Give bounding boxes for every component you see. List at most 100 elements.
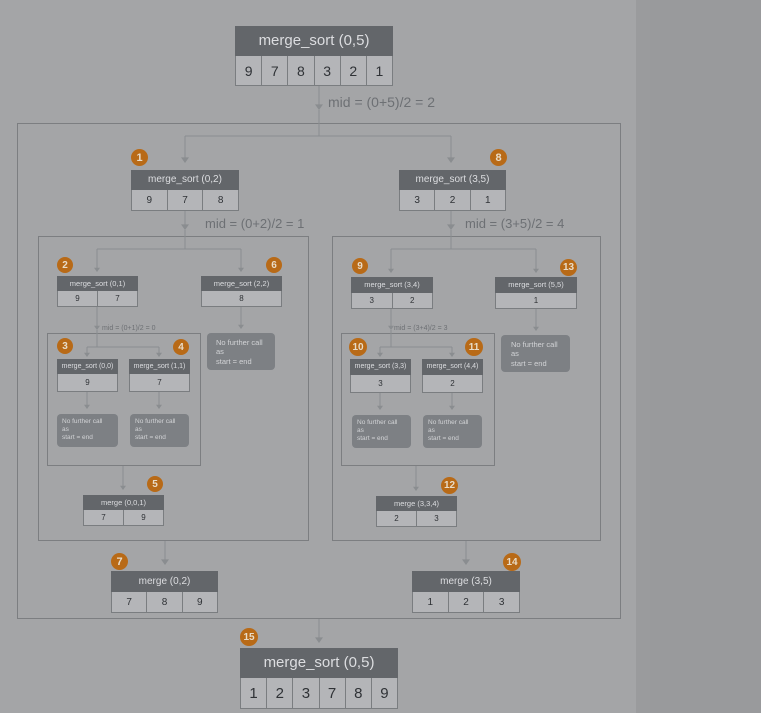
arrowhead bbox=[238, 324, 244, 329]
left-subtree-frame bbox=[38, 236, 309, 541]
array-cell: 7 bbox=[166, 190, 203, 210]
arrowhead bbox=[447, 157, 455, 163]
array-cell: 8 bbox=[344, 678, 371, 708]
call-title-13: merge_sort (5,5) bbox=[495, 277, 577, 293]
side-panel bbox=[650, 0, 761, 713]
step-badge-15: 15 bbox=[240, 628, 258, 646]
array-cell: 2 bbox=[339, 56, 366, 85]
array-cell: 2 bbox=[391, 293, 433, 308]
step-badge-11: 11 bbox=[465, 338, 483, 356]
call-array-11: 2 bbox=[422, 375, 483, 393]
arrowhead bbox=[388, 268, 394, 273]
step-badge-8: 8 bbox=[490, 149, 507, 166]
call-title-8: merge_sort (3,5) bbox=[399, 170, 506, 190]
call-title-4: merge_sort (1,1) bbox=[129, 359, 190, 374]
step-badge-13: 13 bbox=[560, 259, 577, 276]
final-title: merge_sort (0,5) bbox=[240, 648, 398, 678]
call-title-11: merge_sort (4,4) bbox=[422, 359, 483, 375]
arrowhead bbox=[181, 224, 189, 230]
step-badge-12: 12 bbox=[441, 477, 458, 494]
arrowhead bbox=[238, 267, 244, 272]
arrowhead bbox=[161, 559, 169, 565]
mid-label-1: mid = (0+2)/2 = 1 bbox=[205, 216, 305, 231]
array-cell: 8 bbox=[239, 294, 244, 303]
merge-title-14: merge (3,5) bbox=[412, 571, 520, 592]
step-badge-10: 10 bbox=[349, 338, 367, 356]
arrowhead bbox=[377, 352, 383, 357]
arrowhead bbox=[462, 559, 470, 565]
step-badge-1: 1 bbox=[131, 149, 148, 166]
step-badge-5: 5 bbox=[147, 476, 163, 492]
call-title-3: merge_sort (0,0) bbox=[57, 359, 118, 374]
arrowhead bbox=[120, 485, 126, 490]
array-cell: 3 bbox=[369, 296, 374, 305]
array-cell: 9 bbox=[370, 678, 397, 708]
arrowhead bbox=[315, 104, 323, 110]
array-cell: 3 bbox=[483, 592, 519, 612]
scroll-gutter bbox=[636, 0, 650, 713]
array-cell: 1 bbox=[365, 56, 392, 85]
no-call-note-11: No further call as start = end bbox=[423, 415, 482, 448]
call-array-10: 3 bbox=[350, 375, 411, 393]
array-cell: 8 bbox=[202, 190, 238, 210]
array-cell: 7 bbox=[101, 513, 106, 522]
array-cell: 9 bbox=[244, 62, 253, 79]
array-cell: 2 bbox=[450, 379, 455, 388]
root-call-title: merge_sort (0,5) bbox=[235, 26, 393, 56]
call-title-1: merge_sort (0,2) bbox=[131, 170, 239, 190]
array-cell: 9 bbox=[85, 378, 90, 387]
step-badge-9: 9 bbox=[352, 258, 368, 274]
array-cell: 9 bbox=[181, 592, 217, 612]
mid-label-9: mid = (3+4)/2 = 3 bbox=[394, 325, 448, 332]
no-call-note-6: No further call as start = end bbox=[207, 333, 275, 370]
call-title-2: merge_sort (0,1) bbox=[57, 276, 138, 291]
step-badge-6: 6 bbox=[266, 257, 282, 273]
no-call-note-3: No further call as start = end bbox=[57, 414, 118, 447]
array-cell: 2 bbox=[434, 190, 469, 210]
arrowhead bbox=[377, 405, 383, 410]
array-cell: 7 bbox=[261, 56, 287, 85]
array-cell: 2 bbox=[266, 678, 292, 708]
call-title-10: merge_sort (3,3) bbox=[350, 359, 411, 375]
array-cell: 3 bbox=[292, 678, 318, 708]
step-badge-4: 4 bbox=[173, 339, 189, 355]
call-array-3: 9 bbox=[57, 374, 118, 392]
merge-title-12: merge (3,3,4) bbox=[376, 496, 457, 511]
right-subtree-frame bbox=[332, 236, 601, 541]
call-array-13: 1 bbox=[495, 293, 577, 309]
arrowhead bbox=[533, 326, 539, 331]
no-call-note-13: No further call as start = end bbox=[501, 335, 570, 372]
arrowhead bbox=[447, 224, 455, 230]
arrowhead bbox=[156, 404, 162, 409]
no-call-note-4: No further call as start = end bbox=[130, 414, 189, 447]
array-cell: 9 bbox=[123, 510, 163, 525]
arrowhead bbox=[84, 404, 90, 409]
arrowhead bbox=[315, 637, 323, 643]
arrowhead bbox=[388, 325, 394, 330]
arrowhead bbox=[449, 405, 455, 410]
array-cell: 1 bbox=[427, 596, 434, 608]
array-cell: 8 bbox=[287, 56, 313, 85]
arrowhead bbox=[533, 268, 539, 273]
arrowhead bbox=[181, 157, 189, 163]
right-leaf-frame bbox=[341, 333, 495, 466]
mid-label-2: mid = (0+1)/2 = 0 bbox=[102, 325, 156, 332]
merge-title-7: merge (0,2) bbox=[111, 571, 218, 592]
array-cell: 1 bbox=[249, 684, 258, 702]
step-badge-14: 14 bbox=[503, 553, 521, 571]
no-call-note-10: No further call as start = end bbox=[352, 415, 411, 448]
merge-title-5: merge (0,0,1) bbox=[83, 495, 164, 510]
array-cell: 9 bbox=[75, 294, 80, 303]
arrowhead bbox=[413, 486, 419, 491]
step-badge-3: 3 bbox=[57, 338, 73, 354]
arrowhead bbox=[94, 325, 100, 330]
